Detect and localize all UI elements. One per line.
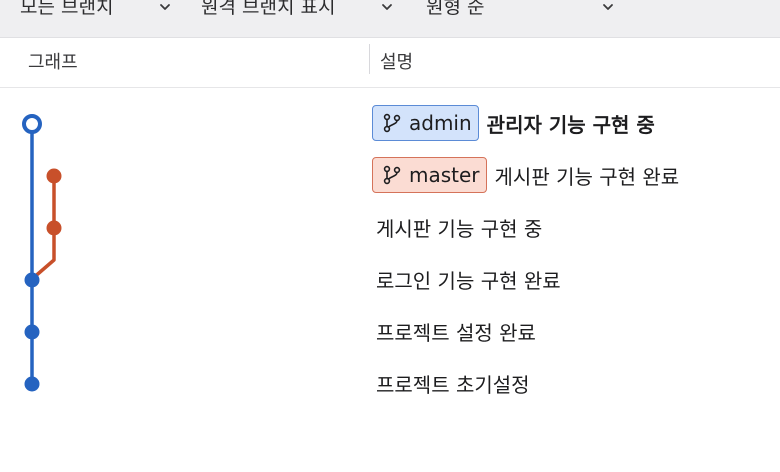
commit-message: 프로젝트 설정 완료 <box>376 320 536 345</box>
branch-name: admin <box>409 111 472 135</box>
branch-badge-master[interactable]: master <box>372 157 487 193</box>
git-branch-icon <box>383 165 401 185</box>
commit-row[interactable]: master 게시판 기능 구현 완료 <box>372 156 679 194</box>
column-header: 그래프 설명 <box>0 38 780 88</box>
commit-node <box>24 376 40 392</box>
commit-node <box>24 272 40 288</box>
commit-node <box>24 324 40 340</box>
branch-name: master <box>409 163 480 187</box>
sort-order-dropdown[interactable]: 원형 순 <box>426 0 621 20</box>
updown-chevron-icon <box>160 4 170 10</box>
commit-graph <box>22 114 62 392</box>
head-commit-node <box>22 114 42 134</box>
commit-row[interactable]: 프로젝트 초기설정 <box>376 364 530 402</box>
master-lane-line <box>30 176 56 281</box>
git-branch-icon <box>383 113 401 133</box>
branch-filter-label: 모든 브랜치 <box>20 0 114 18</box>
remote-branch-dropdown[interactable]: 원격 브랜치 표시 <box>201 0 397 20</box>
toolbar: 모든 브랜치 원격 브랜치 표시 원형 순 <box>0 0 780 38</box>
remote-branch-label: 원격 브랜치 표시 <box>201 0 336 18</box>
column-divider[interactable] <box>369 44 370 74</box>
master-commit-node <box>46 220 62 236</box>
updown-chevron-icon <box>382 4 392 10</box>
graph-column-header[interactable]: 그래프 <box>28 52 78 73</box>
branch-filter-dropdown[interactable]: 모든 브랜치 <box>20 0 175 20</box>
commit-message: 프로젝트 초기설정 <box>376 372 530 397</box>
commit-row[interactable]: 게시판 기능 구현 중 <box>376 208 542 246</box>
commit-message: 관리자 기능 구현 중 <box>486 112 655 137</box>
description-column-header[interactable]: 설명 <box>380 52 414 73</box>
commit-row[interactable]: admin 관리자 기능 구현 중 <box>372 104 655 142</box>
branch-badge-admin[interactable]: admin <box>372 105 479 141</box>
master-commit-node <box>46 168 62 184</box>
sort-order-label: 원형 순 <box>426 0 485 18</box>
commit-row[interactable]: 로그인 기능 구현 완료 <box>376 260 561 298</box>
commit-row[interactable]: 프로젝트 설정 완료 <box>376 312 536 350</box>
commit-message: 게시판 기능 구현 중 <box>376 216 543 241</box>
commit-message: 게시판 기능 구현 완료 <box>494 164 680 189</box>
commit-message: 로그인 기능 구현 완료 <box>376 268 561 293</box>
updown-chevron-icon <box>603 4 613 10</box>
